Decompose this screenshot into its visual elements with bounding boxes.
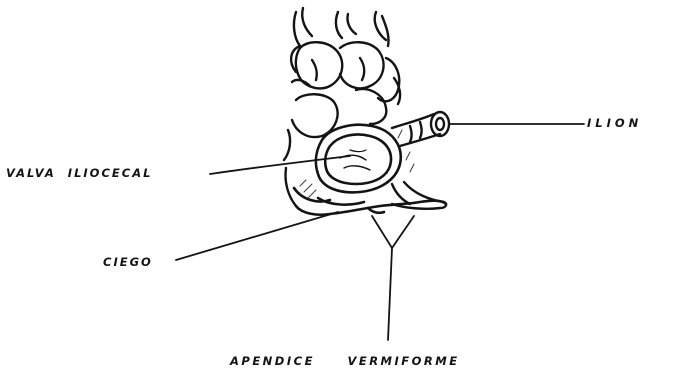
leader-lines: [176, 124, 584, 340]
label-valva-iliocecal: VALVA ILIOCECAL: [6, 168, 152, 180]
leader-valva: [210, 156, 350, 174]
ileum-tube: [392, 112, 449, 146]
leader-apendice-left: [372, 216, 392, 248]
label-apendice-vermiforme: APENDICE VERMIFORME: [230, 356, 460, 368]
label-ciego: CIEGO: [103, 257, 153, 269]
leader-ciego: [176, 212, 338, 260]
label-ilion: ILION: [587, 118, 642, 130]
leader-apendice-stem: [388, 248, 392, 340]
leader-apendice-right: [392, 216, 414, 248]
cecum-outline: [294, 188, 446, 215]
